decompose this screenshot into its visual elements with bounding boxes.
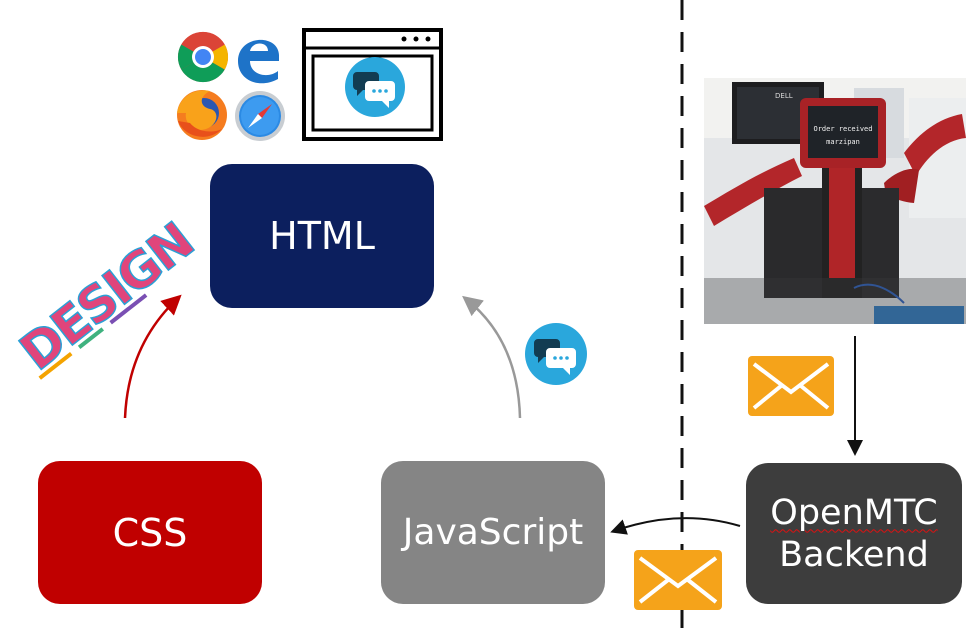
javascript-to-html-arrow <box>462 295 522 419</box>
css-label: CSS <box>112 510 188 555</box>
css-box: CSS <box>38 461 262 604</box>
envelope-icon <box>634 550 722 610</box>
robot-photo: DELL Order received marzipan <box>704 78 966 324</box>
design-logo: DESIGN <box>9 211 205 382</box>
openmtc-backend-box: OpenMTC Backend <box>746 463 962 604</box>
design-logo-text: DESIGN <box>9 212 203 382</box>
css-to-html-arrow <box>123 294 182 419</box>
browser-window-icon <box>302 28 443 141</box>
edge-icon <box>238 39 279 84</box>
network-divider <box>680 0 684 632</box>
backend-to-javascript-arrow <box>610 517 741 535</box>
chrome-icon <box>177 31 229 83</box>
openmtc-label: OpenMTC <box>770 492 938 533</box>
monitor-brand: DELL <box>775 92 793 100</box>
robot-screen-line1: Order received <box>813 125 872 133</box>
javascript-box: JavaScript <box>381 461 605 604</box>
robot-screen-line2: marzipan <box>826 138 860 146</box>
html-label: HTML <box>269 214 375 258</box>
chat-bubble-icon <box>525 323 587 385</box>
firefox-icon <box>177 90 227 140</box>
chat-bubble-icon <box>345 57 405 117</box>
envelope-icon <box>748 356 834 416</box>
html-box: HTML <box>210 164 434 308</box>
backend-label: Backend <box>779 534 929 575</box>
safari-icon <box>235 91 285 141</box>
javascript-label: JavaScript <box>402 512 584 553</box>
